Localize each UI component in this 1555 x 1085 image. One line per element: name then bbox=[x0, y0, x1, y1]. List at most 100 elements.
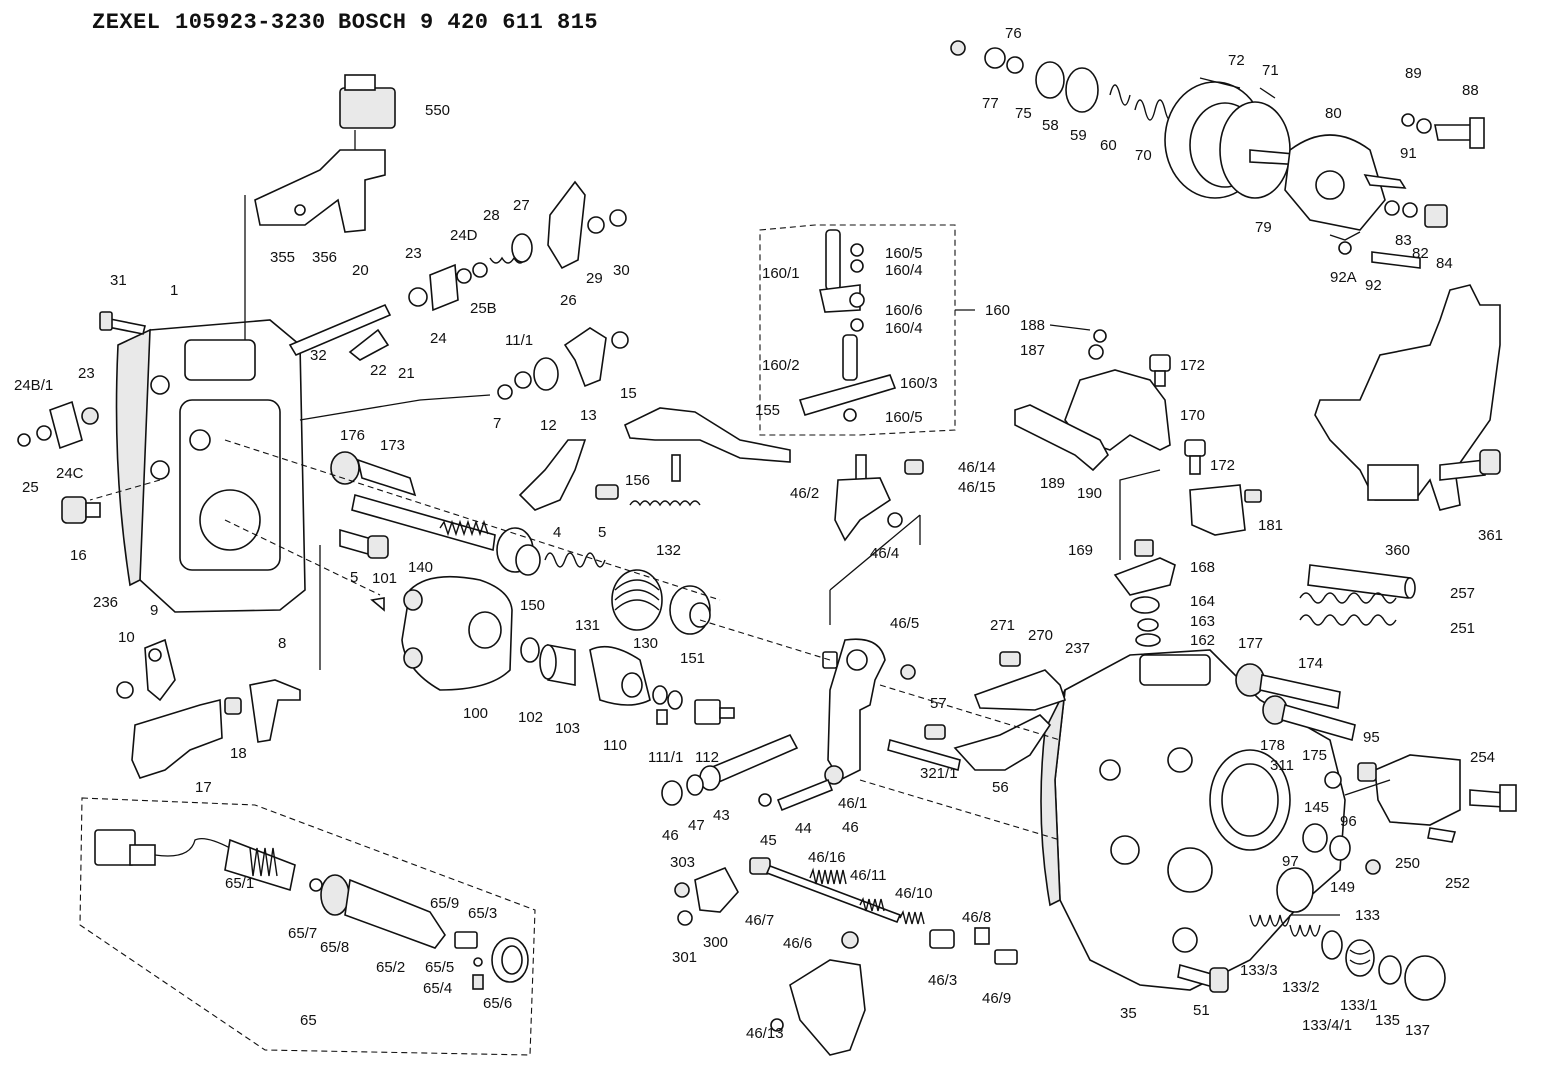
label-72: 72 bbox=[1228, 52, 1245, 69]
washer-part-145 bbox=[1302, 823, 1328, 853]
label-46-13: 46/13 bbox=[746, 1025, 784, 1042]
kit-boundary-160 bbox=[759, 224, 956, 436]
cap-part-303 bbox=[674, 882, 690, 898]
bolt-part-175 bbox=[1262, 695, 1356, 742]
label-150: 150 bbox=[520, 597, 545, 614]
washer-part-102 bbox=[520, 637, 540, 663]
label-96: 96 bbox=[1340, 813, 1357, 830]
spring-part-46-16 bbox=[809, 867, 847, 885]
label-16: 16 bbox=[70, 547, 87, 564]
bracket-part-46-13 bbox=[770, 959, 866, 1056]
label-31: 31 bbox=[110, 272, 127, 289]
label-91: 91 bbox=[1400, 145, 1417, 162]
label-173: 173 bbox=[380, 437, 405, 454]
label-30: 30 bbox=[613, 262, 630, 279]
label-160-4-top: 160/4 bbox=[885, 262, 923, 279]
screw-part-65-4 bbox=[472, 957, 484, 990]
label-172-top: 172 bbox=[1180, 357, 1205, 374]
lever-part-46-1 bbox=[822, 638, 886, 785]
label-112: 112 bbox=[695, 749, 719, 766]
label-101: 101 bbox=[372, 570, 397, 587]
label-47: 47 bbox=[688, 817, 705, 834]
bolt-part-46-8 bbox=[974, 927, 990, 945]
label-133: 133 bbox=[1355, 907, 1380, 924]
sleeve-part-46-3 bbox=[929, 929, 955, 949]
label-11-1: 11/1 bbox=[505, 332, 533, 349]
label-45: 45 bbox=[760, 832, 777, 849]
header-brand-bosch: BOSCH bbox=[338, 10, 407, 35]
label-60: 60 bbox=[1100, 137, 1117, 154]
label-46-16: 46/16 bbox=[808, 849, 846, 866]
label-46-7: 46/7 bbox=[745, 912, 774, 929]
label-110: 110 bbox=[603, 737, 627, 754]
lever-part-160-2 bbox=[842, 334, 858, 381]
label-303: 303 bbox=[670, 854, 695, 871]
body-part-65-2 bbox=[344, 878, 446, 949]
label-174: 174 bbox=[1298, 655, 1323, 672]
label-23-left: 23 bbox=[78, 365, 95, 382]
label-252: 252 bbox=[1445, 875, 1470, 892]
label-257: 257 bbox=[1450, 585, 1475, 602]
bracket-part-355 bbox=[254, 149, 386, 233]
label-236: 236 bbox=[93, 594, 118, 611]
sleeve-part-103 bbox=[539, 644, 576, 686]
label-160-5-top: 160/5 bbox=[885, 245, 923, 262]
label-21: 21 bbox=[398, 365, 415, 382]
label-103: 103 bbox=[555, 720, 580, 737]
lever-part-46-2 bbox=[834, 454, 924, 542]
label-71: 71 bbox=[1262, 62, 1279, 79]
screw-part-46-9 bbox=[994, 949, 1018, 965]
rod-part-321-1 bbox=[887, 738, 961, 772]
label-29: 29 bbox=[586, 270, 603, 287]
label-15: 15 bbox=[620, 385, 637, 402]
label-24b-1: 24B/1 bbox=[14, 377, 53, 394]
washer-part-45 bbox=[758, 793, 772, 807]
label-251: 251 bbox=[1450, 620, 1475, 637]
label-22: 22 bbox=[370, 362, 387, 379]
header-brand-zexel: ZEXEL bbox=[92, 10, 161, 35]
screw-part-156 bbox=[671, 454, 681, 482]
label-160-4-mid: 160/4 bbox=[885, 320, 923, 337]
bracket-part-360 bbox=[1314, 284, 1501, 511]
spring-part-133-2 bbox=[1289, 924, 1343, 960]
plate-part-168 bbox=[1113, 557, 1176, 596]
label-43: 43 bbox=[713, 807, 730, 824]
label-46-10: 46/10 bbox=[895, 885, 933, 902]
label-155: 155 bbox=[755, 402, 780, 419]
label-18: 18 bbox=[230, 745, 247, 762]
label-311: 311 bbox=[1270, 757, 1294, 774]
label-160-6: 160/6 bbox=[885, 302, 923, 319]
label-65-7: 65/7 bbox=[288, 925, 317, 942]
lever-part-56 bbox=[924, 714, 1052, 771]
washer-part-111-1 bbox=[652, 685, 683, 725]
label-44: 44 bbox=[795, 820, 812, 837]
spring-part-46-10 bbox=[899, 909, 925, 925]
bracket-part-181 bbox=[1189, 484, 1262, 536]
label-28: 28 bbox=[483, 207, 500, 224]
label-160-3: 160/3 bbox=[900, 375, 938, 392]
label-1: 1 bbox=[170, 282, 178, 299]
label-170: 170 bbox=[1180, 407, 1205, 424]
label-20: 20 bbox=[352, 262, 369, 279]
label-178: 178 bbox=[1260, 737, 1285, 754]
label-35: 35 bbox=[1120, 1005, 1137, 1022]
spring-part-133-3 bbox=[1249, 914, 1291, 927]
connector-part-65-1 bbox=[94, 829, 296, 892]
pin-part-44 bbox=[776, 778, 834, 812]
label-355: 355 bbox=[270, 249, 295, 266]
label-65-2: 65/2 bbox=[376, 959, 405, 976]
label-23-top: 23 bbox=[405, 245, 422, 262]
plug-part-97 bbox=[1276, 867, 1314, 913]
label-168: 168 bbox=[1190, 559, 1215, 576]
bolt-part-254 bbox=[1469, 784, 1517, 812]
label-46-9: 46/9 bbox=[982, 990, 1011, 1007]
label-46-3: 46/3 bbox=[928, 972, 957, 989]
label-17: 17 bbox=[195, 779, 212, 796]
label-92a: 92A bbox=[1330, 269, 1357, 286]
label-164: 164 bbox=[1190, 593, 1215, 610]
flyweight-carrier-part-100 bbox=[401, 575, 513, 691]
label-24c: 24C bbox=[56, 465, 84, 482]
washer-part-101 bbox=[370, 597, 385, 612]
header-part-number-zexel: 105923-3230 bbox=[175, 10, 326, 35]
